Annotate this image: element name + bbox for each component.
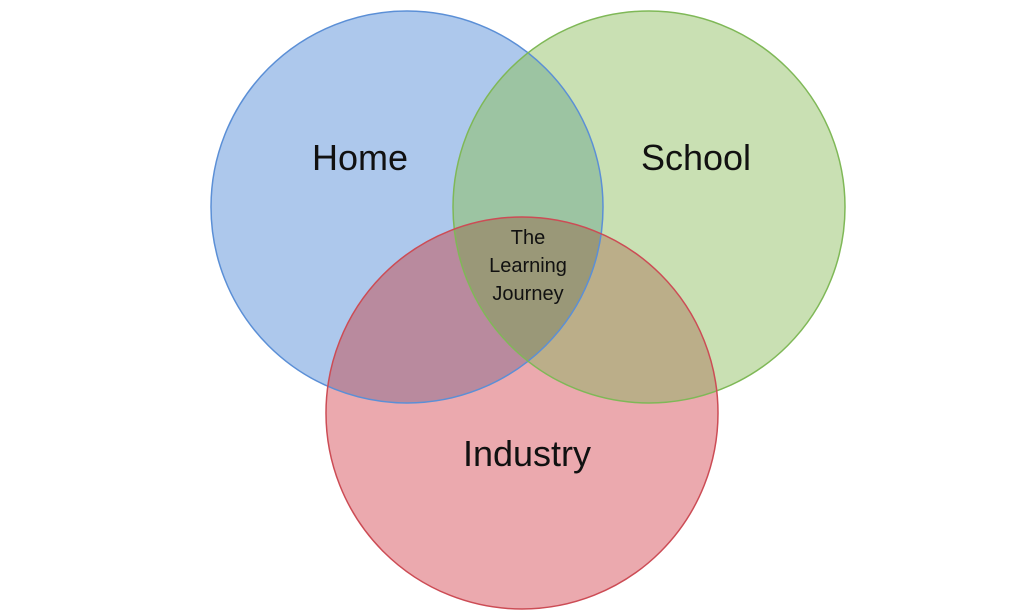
outline-industry <box>325 216 719 610</box>
outline-school <box>452 10 846 404</box>
label-school: School <box>641 137 751 178</box>
center-label-line-3: Journey <box>492 283 563 305</box>
label-industry: Industry <box>463 433 591 474</box>
outline-home <box>210 10 604 404</box>
overlap-school-industry <box>453 217 718 403</box>
label-home: Home <box>312 137 408 178</box>
center-label-line-1: The <box>511 227 545 249</box>
overlap-home-industry <box>326 217 603 403</box>
center-label-line-2: Learning <box>489 255 567 277</box>
